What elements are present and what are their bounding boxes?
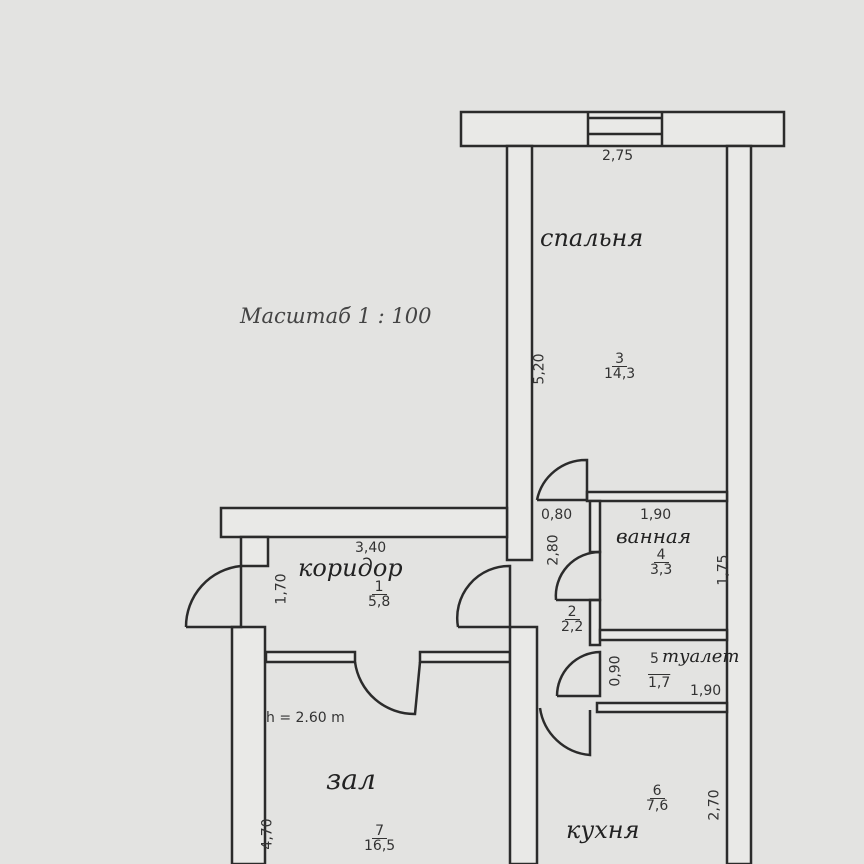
room-area: 14,3 — [604, 366, 636, 382]
room-area-toilet: 1,7 — [648, 675, 671, 691]
middle-wall — [508, 625, 539, 864]
living-door — [353, 661, 422, 716]
room-name-bedroom: спальня — [540, 224, 644, 252]
living-left-wall — [230, 625, 267, 864]
bath-top-wall — [585, 490, 729, 503]
hall-door — [456, 564, 512, 629]
outer-right-wall — [725, 144, 753, 864]
room-area: 2,2 — [561, 619, 584, 635]
room-number: 1 — [371, 580, 387, 595]
bath-door — [554, 550, 602, 602]
room-number: 7 — [372, 824, 388, 839]
dim-bath-depth: 1,75 — [715, 554, 732, 586]
dim-toilet-width: 1,90 — [690, 683, 722, 699]
room-area: 5,8 — [368, 594, 391, 610]
dim-bedroom-length: 5,20 — [531, 353, 548, 385]
room-name-living: зал — [326, 763, 376, 796]
dim-corridor-depth: 1,70 — [273, 573, 290, 605]
kitchen-door — [538, 707, 592, 757]
bedroom-door — [535, 458, 589, 502]
room-area: 16,5 — [364, 838, 396, 854]
dim-corridor-width: 3,40 — [355, 540, 387, 556]
scale-label: Масштаб 1 : 100 — [240, 304, 432, 328]
room-name-bath: ванная — [616, 524, 692, 548]
dim-hall-door: 0,80 — [541, 507, 573, 523]
toilet-door — [555, 650, 602, 698]
corridor-top-wall — [219, 506, 509, 539]
toilet-bottom-wall — [595, 701, 729, 714]
room-number: 4 — [653, 548, 669, 563]
ceiling-height: h = 2.60 m — [266, 710, 345, 726]
dim-toilet-depth: 0,90 — [607, 655, 624, 687]
dim-kitchen-depth: 2,70 — [706, 789, 723, 821]
dim-living-length: 4,70 — [259, 818, 276, 850]
room-number: 6 — [649, 784, 665, 799]
dim-hall-length: 2,80 — [545, 534, 562, 566]
dim-bath-width: 1,90 — [640, 507, 672, 523]
room-number: 3 — [612, 352, 628, 367]
room-number-toilet: 5 — [650, 651, 659, 667]
room-area: 7,6 — [646, 798, 669, 814]
room-name-corridor: коридор — [298, 554, 403, 582]
room-name-toilet: туалет — [662, 646, 740, 667]
room-area: 3,3 — [650, 562, 673, 578]
room-number: 2 — [564, 605, 580, 620]
bedroom-left-wall — [505, 144, 534, 562]
room-name-kitchen: кухня — [566, 816, 640, 844]
dim-bedroom-width: 2,75 — [602, 148, 634, 164]
toilet-top-wall — [598, 628, 729, 642]
entrance-door — [184, 564, 243, 629]
